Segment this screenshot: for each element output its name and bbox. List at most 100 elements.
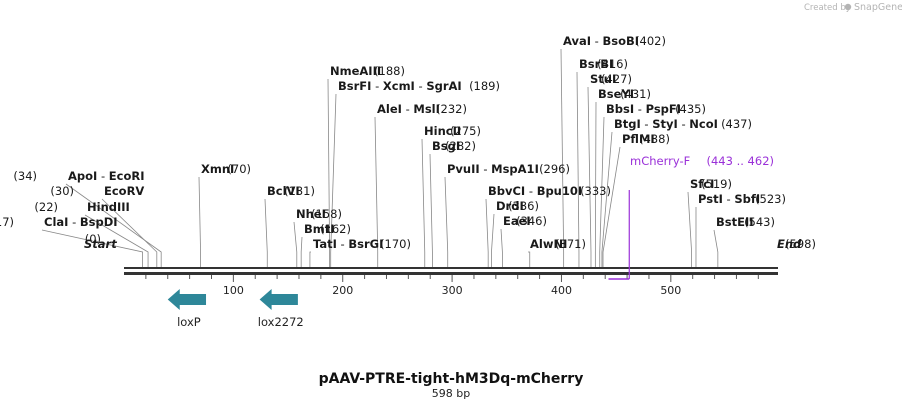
- site-label-bsrfi[interactable]: BsrFI - XcmI - SgrAI: [338, 79, 462, 93]
- site-label-sfci[interactable]: SfcI: [690, 177, 714, 191]
- feature-arrow-lox2272[interactable]: [259, 289, 298, 310]
- leader-bsgi: [429, 153, 433, 267]
- site-position: (346): [516, 214, 547, 228]
- site-label-bseyi[interactable]: BseYI: [598, 87, 634, 101]
- feature-label-lox2272: lox2272: [258, 315, 304, 329]
- site-position: (0): [85, 232, 101, 246]
- credit-text: Created by: [804, 3, 851, 13]
- site-position: (30): [50, 184, 74, 198]
- site-position: (131): [284, 184, 315, 198]
- site-position: (371): [555, 237, 586, 251]
- leader-nhei: [293, 221, 298, 267]
- site-label-pvuii[interactable]: PvuII - MspA1I: [447, 162, 539, 176]
- site-label-nmeaiii[interactable]: NmeAIII: [330, 64, 381, 78]
- leader-bbsi: [599, 116, 605, 267]
- site-label-btgi[interactable]: BtgI - StyI - NcoI: [614, 117, 718, 131]
- site-position: (17): [0, 215, 14, 229]
- ruler-label: 100: [223, 284, 244, 297]
- site-leaders: [41, 48, 719, 267]
- site-label-alei[interactable]: AleI - MslI: [377, 102, 440, 116]
- site-label-ecorv[interactable]: EcoRV: [104, 184, 144, 198]
- site-position: (275): [450, 124, 481, 138]
- primer-layer: [608, 190, 630, 280]
- leader-bsteii: [713, 229, 719, 267]
- site-position: (170): [380, 237, 411, 251]
- leader-clai: [41, 229, 143, 267]
- site-position: (435): [675, 102, 706, 116]
- leader-pflmi: [602, 146, 621, 267]
- site-label-xmni[interactable]: XmnI: [201, 162, 234, 176]
- sequence-backbone: [124, 267, 778, 275]
- site-label-end[interactable]: End: [777, 237, 802, 251]
- site-label-bbsi[interactable]: BbsI - PspFI: [606, 102, 681, 116]
- site-label-bclvi[interactable]: BclVI: [267, 184, 300, 198]
- site-position: (431): [620, 87, 651, 101]
- leader-bclvi: [264, 198, 268, 267]
- feature-arrow-loxp[interactable]: [167, 289, 207, 310]
- leader-drdi: [491, 213, 495, 267]
- leader-stui: [587, 86, 592, 267]
- site-position: (282): [445, 139, 476, 153]
- site-position: (34): [13, 169, 37, 183]
- site-label-tati[interactable]: TatI - BsrGI: [313, 237, 383, 251]
- site-label-bsteii[interactable]: BstEII: [716, 215, 754, 229]
- site-position: (523): [755, 192, 786, 206]
- site-label-bsgi[interactable]: BsgI: [432, 139, 460, 153]
- ruler-label: 200: [332, 284, 353, 297]
- site-position: (402): [635, 34, 666, 48]
- site-label-hincii[interactable]: HincII: [424, 124, 461, 138]
- features: loxP lox2272: [167, 289, 304, 329]
- site-position: (296): [539, 162, 570, 176]
- site-position: (519): [701, 177, 732, 191]
- site-position: (188): [374, 64, 405, 78]
- site-position: (438): [639, 132, 670, 146]
- ruler-label: 300: [442, 284, 463, 297]
- leader-hindiii: [84, 214, 149, 267]
- leader-btgi: [601, 131, 613, 267]
- leader-bsrfi: [330, 93, 337, 267]
- primer-range: (443 .. 462): [707, 154, 775, 168]
- primer-label[interactable]: mCherry-F: [630, 154, 690, 168]
- site-label-alwni[interactable]: AlwNI: [530, 237, 567, 251]
- site-label-clai[interactable]: ClaI - BspDI: [44, 215, 118, 229]
- site-label-avai[interactable]: AvaI - BsoBI: [563, 34, 639, 48]
- site-label-pflmi[interactable]: PflMI: [622, 132, 655, 146]
- leader-alwni: [528, 251, 531, 267]
- site-label-bbvci[interactable]: BbvCI - Bpu10I: [488, 184, 582, 198]
- leader-hincii: [421, 138, 426, 267]
- site-position: (437): [721, 117, 752, 131]
- site-label-bsrbi[interactable]: BsrBI: [579, 57, 613, 71]
- site-label-stui[interactable]: StuI: [590, 72, 616, 86]
- leader-avai: [560, 48, 565, 267]
- ruler-label: 400: [551, 284, 572, 297]
- site-position: (543): [744, 215, 775, 229]
- site-label-bmti[interactable]: BmtI: [304, 222, 335, 236]
- site-position: (162): [320, 222, 351, 236]
- site-label-apoi[interactable]: ApoI - EcoRI: [68, 169, 145, 183]
- leader-nmeaiii: [327, 78, 331, 267]
- leader-bbvci: [485, 198, 489, 267]
- site-label-drdi[interactable]: DrdI: [496, 199, 524, 213]
- site-label-eaei[interactable]: EaeI: [503, 214, 531, 228]
- leader-pvuii: [444, 176, 449, 267]
- site-position: (232): [436, 102, 467, 116]
- leader-alei: [374, 116, 379, 267]
- site-label-psti[interactable]: PstI - SbfI: [698, 192, 760, 206]
- site-label-hindiii[interactable]: HindIII: [87, 200, 130, 214]
- map-title: pAAV-PTRE-tight-hM3Dq-mCherry: [319, 371, 584, 387]
- site-position: (158): [311, 207, 342, 221]
- leader-sfci: [687, 191, 693, 267]
- leader-tati: [309, 251, 311, 267]
- site-label-nhei[interactable]: NheI: [296, 207, 326, 221]
- feature-label-loxp: loxP: [177, 315, 201, 329]
- site-position: (427): [601, 72, 632, 86]
- leader-xmni: [198, 176, 201, 267]
- leader-bseyi: [594, 101, 597, 267]
- site-position: (333): [580, 184, 611, 198]
- site-position: (336): [508, 199, 539, 213]
- site-labels: Start(0)ClaI - BspDI(17)HindIII(22)EcoRV…: [0, 34, 816, 251]
- site-label-start[interactable]: Start: [84, 237, 117, 251]
- leader-eaei: [500, 228, 503, 267]
